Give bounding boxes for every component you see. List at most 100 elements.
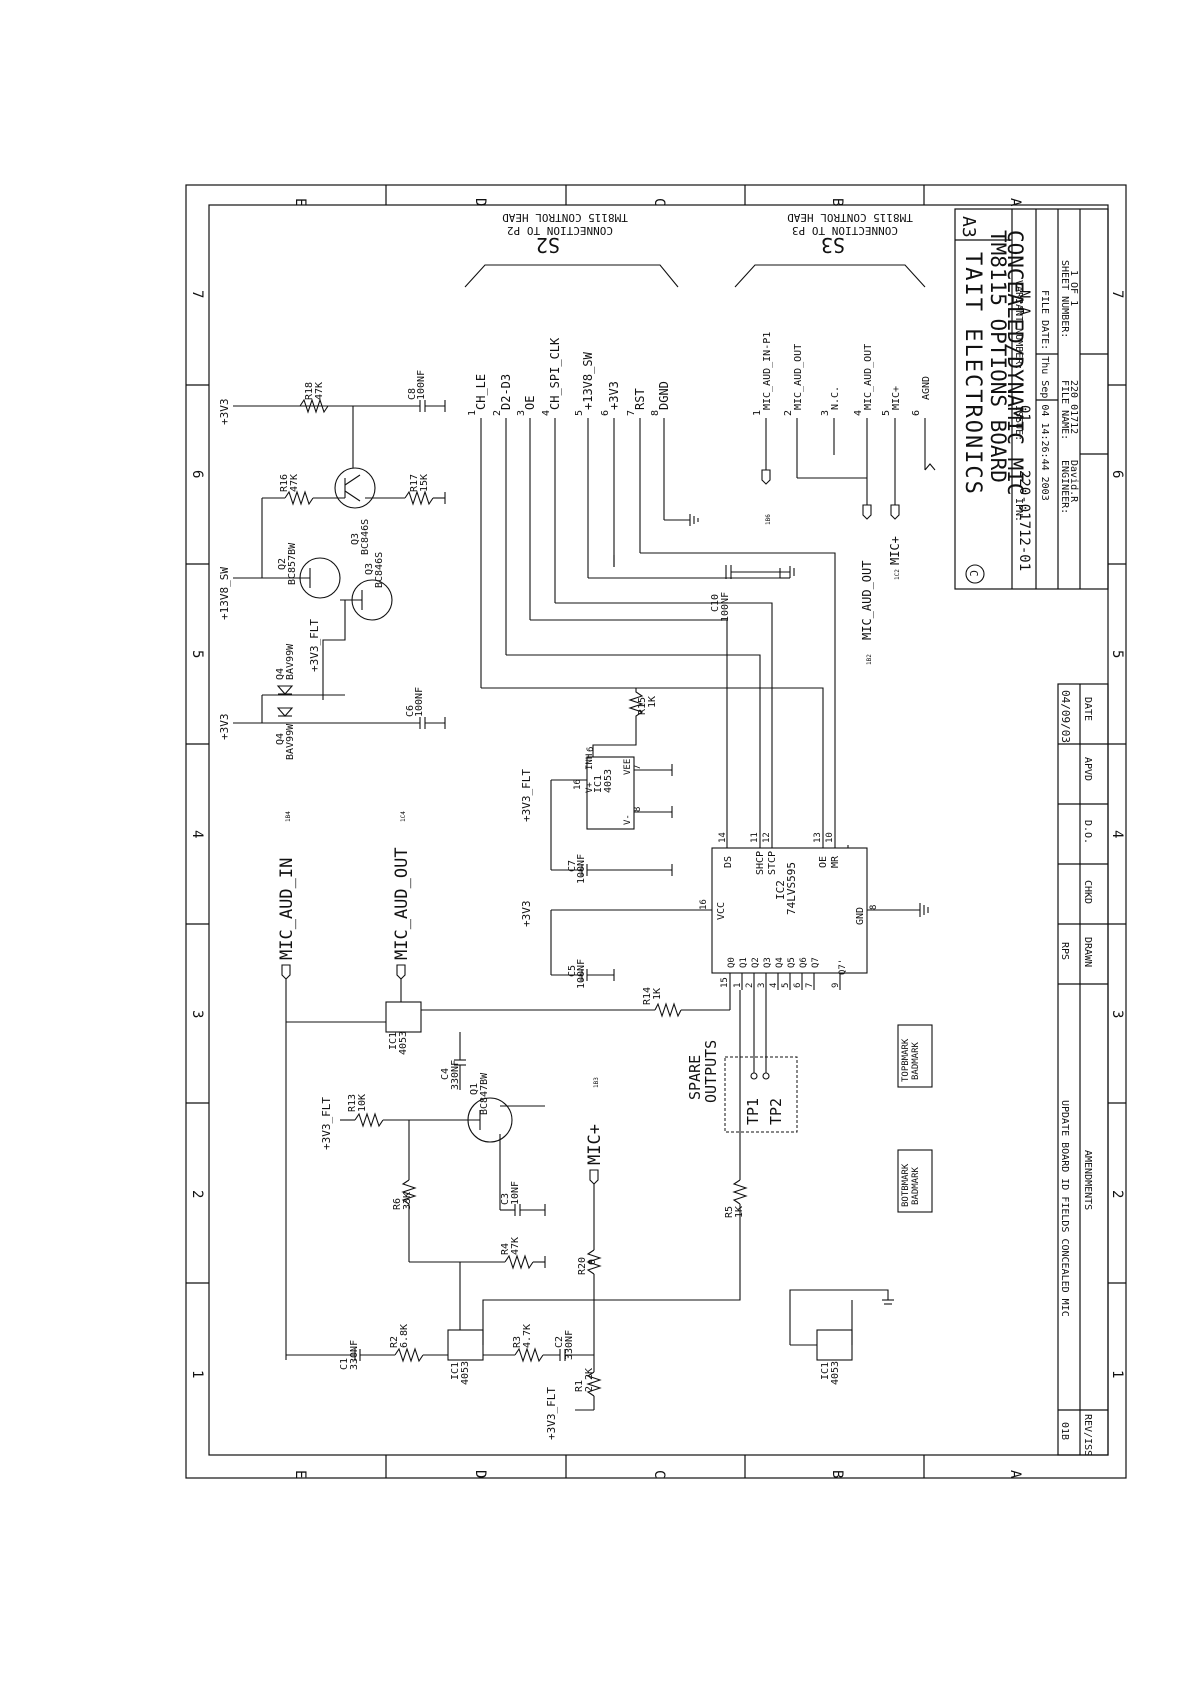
mic-audio-section: MIC_AUD_IN 1B4 MIC_AUD_OUT 1C4 IC1 4053 …	[277, 811, 741, 1440]
r2-value: 6.8K	[399, 1324, 410, 1348]
c10-ref: C10	[710, 594, 721, 612]
ic2-pin-shcp: SHCP	[755, 851, 766, 875]
zone-letters-top: E D C B A	[292, 198, 1023, 207]
r17-ref: R17	[409, 474, 420, 492]
ic2-ref: IC2	[774, 880, 787, 900]
zone-letter: C	[651, 198, 667, 206]
s3-net-1: MIC_AUD_IN-P1	[762, 332, 773, 410]
zone-number: 2	[189, 1190, 205, 1198]
zone-numbers-right: 7 6 5 4 3 2 1	[1109, 290, 1125, 1378]
ic1-pinnum: 16	[573, 779, 583, 790]
ic1-ref-power: IC1	[593, 775, 604, 793]
ic1-power: IC1 4053 V+ INH VEE V- 16 6 7 8	[551, 720, 673, 830]
ic2-pin-q4: Q4	[775, 957, 785, 968]
zone-letter: D	[472, 198, 488, 206]
ic2-pinnum: 14	[718, 832, 728, 843]
r5-ref: R5	[724, 1206, 735, 1218]
zone-number: 7	[1109, 290, 1125, 298]
r4-value: 47K	[510, 1237, 521, 1255]
variant-label: VARIANT NUMBER:	[1013, 280, 1024, 370]
s3-caption-1: CONNECTION TO P3	[792, 224, 898, 237]
port-icon	[862, 504, 872, 520]
ic2-pinnum: 5	[781, 983, 791, 988]
port-ref: 1C2	[894, 569, 901, 580]
r4-ref: R4	[500, 1243, 511, 1255]
rail-3v3-c6: +3V3	[218, 714, 231, 741]
q4b-diode-icon	[276, 707, 294, 717]
ic2-pin-q7: Q7	[811, 957, 821, 968]
c10-value: 100NF	[720, 592, 731, 622]
rev-header-date: DATE	[1082, 697, 1093, 721]
r18-value: 47K	[314, 382, 325, 400]
s2-caption-2: TM8115 CONTROL HEAD	[502, 211, 628, 224]
rev-header-apvd: APVD	[1082, 757, 1093, 781]
ic1-lower-part: 4053	[460, 1361, 471, 1385]
variant-value: N.A	[1016, 290, 1032, 316]
q3-lower-value: BC846S	[374, 552, 385, 588]
title-line-2: CONCEALED/DYNAMIC MIC	[1003, 230, 1027, 496]
rail-3v3-flt-ic1: +3V3_FLT	[520, 769, 533, 822]
ic2-pin-ds: DS	[723, 856, 734, 868]
ic2-pinnum: 2	[745, 983, 755, 988]
port-ref: 1B3	[593, 1077, 600, 1088]
s3-net-6: AGND	[921, 376, 932, 400]
ic2-pinnum: 9	[831, 983, 841, 988]
zone-number: 7	[189, 290, 205, 298]
ic2-pin-vcc: VCC	[716, 902, 727, 920]
port-icon	[890, 504, 900, 520]
bot-mark-1: BOTBMARK	[901, 1163, 911, 1207]
sheet-number-label: SHEET NUMBER:	[1059, 260, 1070, 338]
s3-pin-1: 1	[752, 410, 763, 416]
top-mark-1: TOPBMARK	[901, 1038, 911, 1082]
title-line-1: TM8115 OPTIONS BOARD	[986, 230, 1010, 483]
rev-number: 01B	[1059, 1422, 1070, 1440]
s3-pin-lines	[765, 418, 936, 505]
s2-pin-8: 8	[650, 410, 661, 416]
rail-3v3-flt-r13: +3V3_FLT	[320, 1097, 333, 1150]
port-icon	[761, 469, 771, 485]
s3-pin-6: 6	[911, 410, 922, 416]
c6-value: 100NF	[414, 687, 425, 717]
revision-block: 04/09/03 DATE APVD D.O. CHKD RPS DRAWN U…	[1057, 683, 1109, 1456]
ic2-pinnum: 4	[769, 983, 779, 988]
s2-pin-7: 7	[626, 410, 637, 416]
c3-value: 10NF	[510, 1181, 521, 1205]
port-mic-aud-out: MIC_AUD_OUT	[392, 847, 412, 960]
outer-border	[185, 184, 1127, 1479]
ic2-part: 74LVS595	[785, 862, 798, 915]
ic2-pinnum: 8	[869, 905, 879, 910]
ic2-pin-q5: Q5	[787, 957, 797, 968]
c6-ref: C6	[405, 705, 416, 717]
zone-number: 4	[189, 830, 205, 838]
zone-letter: A	[1007, 1470, 1023, 1479]
rev-header-rev: REV/ISS	[1082, 1414, 1093, 1456]
port-ref: 1B4	[285, 811, 292, 822]
q2-ref: Q2	[277, 558, 288, 570]
s2-net-5: +13V8_SW	[581, 351, 595, 410]
q1-value: BC847BW	[479, 1072, 490, 1115]
c5-value: 100NF	[576, 959, 587, 989]
ic1-pin-vminus: V-	[623, 814, 633, 825]
c2-ref: C2	[554, 1336, 565, 1348]
port-ref: 1B6	[765, 514, 772, 525]
r15-value: 1K	[647, 696, 658, 708]
rail-3v3-ic2: +3V3	[520, 901, 533, 928]
zone-number: 5	[1109, 650, 1125, 658]
s2-pin-2: 2	[492, 410, 503, 416]
connector-s3: S3 CONNECTION TO P3 TM8115 CONTROL HEAD …	[734, 211, 936, 505]
ic2-pinnum: 10	[825, 832, 835, 843]
r20-ref: R20	[577, 1257, 588, 1275]
port-icon	[281, 964, 291, 980]
zone-number: 6	[189, 470, 205, 478]
spare-outputs: SPARE OUTPUTS TP1 TP2	[686, 990, 798, 1133]
tp2-label: TP2	[767, 1098, 785, 1125]
ic1-pinnum: 8	[633, 807, 643, 812]
c4-ref: C4	[440, 1068, 451, 1080]
board-marks: TOPBMARK BADMARK BOTBMARK BADMARK	[897, 1024, 933, 1213]
ic2-pinnum: 13	[813, 832, 823, 843]
ipn-value: 220-01712-01	[1016, 470, 1032, 571]
q4-upper-value: BAV99W	[285, 643, 296, 680]
port-ref: 1B2	[866, 654, 873, 665]
r14-ref: R14	[642, 987, 653, 1005]
zone-letter: C	[651, 1470, 667, 1478]
